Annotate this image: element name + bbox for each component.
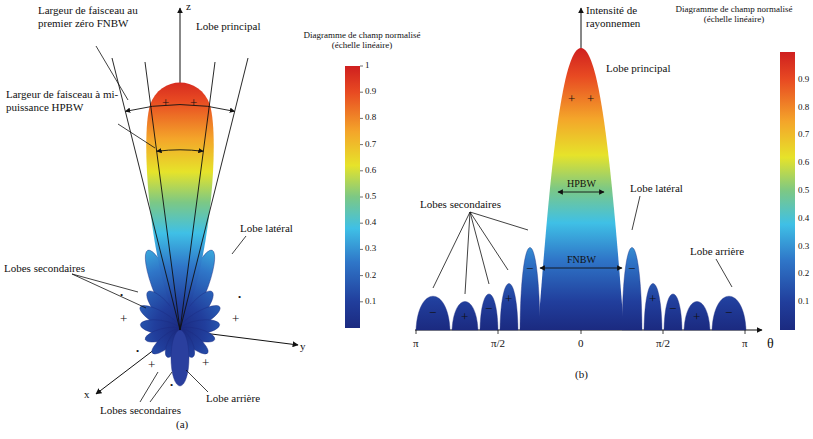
panel-label: (a): [176, 418, 188, 431]
colorbar-tick: 0.8: [798, 102, 809, 112]
sign-marker: +: [162, 96, 169, 111]
sign-marker: •: [136, 346, 139, 356]
colorbar-a: [345, 66, 360, 328]
colorbar-tick: 0.7: [365, 139, 376, 149]
sign-marker: +: [148, 358, 155, 373]
colorbar-tick: 1: [365, 60, 370, 70]
colorbar-tick: 0.7: [798, 129, 809, 139]
axis-tick-label: π/2: [656, 337, 670, 350]
sign-marker: •: [120, 290, 123, 300]
annotation: Lobes secondaires: [100, 404, 181, 417]
annotation: Lobe principal: [606, 62, 670, 75]
colorbar-tick: 0.2: [798, 268, 809, 278]
annotation: Lobes secondaires: [420, 198, 501, 211]
beamwidth-lines-a: [112, 58, 248, 330]
main-lobe-a: [146, 83, 214, 331]
colorbar-tick: 0.9: [798, 74, 809, 84]
sign-marker: •: [238, 292, 241, 302]
beamwidth-arrows-b: [540, 192, 622, 268]
colorbar-tick: 0.6: [798, 157, 809, 167]
sign-marker: +: [461, 310, 468, 325]
colorbar-b: [780, 52, 795, 330]
axis-tick-label: π/2: [491, 337, 505, 350]
sign-marker: −: [628, 262, 635, 277]
colorbar-tick: 0.3: [798, 241, 809, 251]
axes-b: [415, 8, 762, 330]
colorbar-tick: 0.2: [365, 270, 376, 280]
axis-label: θ: [767, 336, 774, 352]
colorbar-tick: 0.4: [798, 213, 809, 223]
panel-label: (b): [575, 368, 588, 381]
sign-marker: +: [202, 356, 209, 371]
annotation: Lobe latéral: [630, 182, 683, 195]
annotation: Largeur de faisceau au premier zéro FNBW: [38, 4, 150, 29]
axis-label: y: [300, 340, 306, 353]
colorbar-tick: 0.8: [365, 112, 376, 122]
colorbar-tick: 0.6: [365, 165, 376, 175]
colorbar-tick: 0.5: [798, 185, 809, 195]
annotation: Lobe principal: [196, 20, 260, 33]
beamwidth-label: FNBW: [567, 254, 596, 266]
sign-marker: +: [587, 92, 594, 107]
main-lobe-b: [538, 48, 624, 330]
colorbar-tick: 0.5: [365, 191, 376, 201]
colorbar-title: Diagramme de champ normalisé (échelle li…: [296, 30, 428, 51]
sign-marker: •: [170, 380, 173, 390]
annotation: Lobes secondaires: [4, 262, 85, 275]
colorbar-ticks-a: [360, 66, 363, 302]
colorbar-tick: 0.1: [798, 296, 809, 306]
colorbar-tick: 0.4: [365, 217, 376, 227]
axes-a: [96, 8, 298, 394]
sign-marker: +: [232, 312, 239, 327]
sign-marker: −: [485, 302, 492, 317]
sign-marker: −: [669, 302, 676, 317]
colorbar-title: Diagramme de champ normalisé (échelle li…: [668, 4, 800, 25]
sign-marker: +: [120, 312, 127, 327]
axis-label: x: [84, 388, 90, 401]
annotation: Lobe arrière: [690, 245, 744, 258]
leader-lines-b: [433, 196, 732, 294]
colorbar-tick: 0.3: [365, 243, 376, 253]
axis-tick-label: π: [413, 337, 419, 350]
annotation: Lobe latéral: [240, 222, 293, 235]
axis-tick-label: π: [742, 337, 748, 350]
axis-label: Intensité de rayonnemen: [586, 4, 670, 29]
sign-marker: +: [190, 96, 197, 111]
annotation: Lobe arrière: [206, 392, 260, 405]
sign-marker: −: [429, 306, 436, 321]
sign-marker: +: [505, 292, 512, 307]
theta-ticks: [416, 330, 745, 334]
annotation: Largeur de faisceau à mi-puissance HPBW: [6, 88, 122, 113]
colorbar-tick: 0.9: [365, 86, 376, 96]
sign-marker: +: [693, 310, 700, 325]
axis-tick-label: 0: [578, 337, 584, 350]
sign-marker: +: [649, 292, 656, 307]
axis-label: z: [186, 0, 191, 13]
sign-marker: −: [526, 262, 533, 277]
sign-marker: −: [725, 306, 732, 321]
sign-marker: +: [568, 92, 575, 107]
colorbar-tick: 0.1: [365, 296, 376, 306]
beamwidth-label: HPBW: [567, 178, 596, 190]
